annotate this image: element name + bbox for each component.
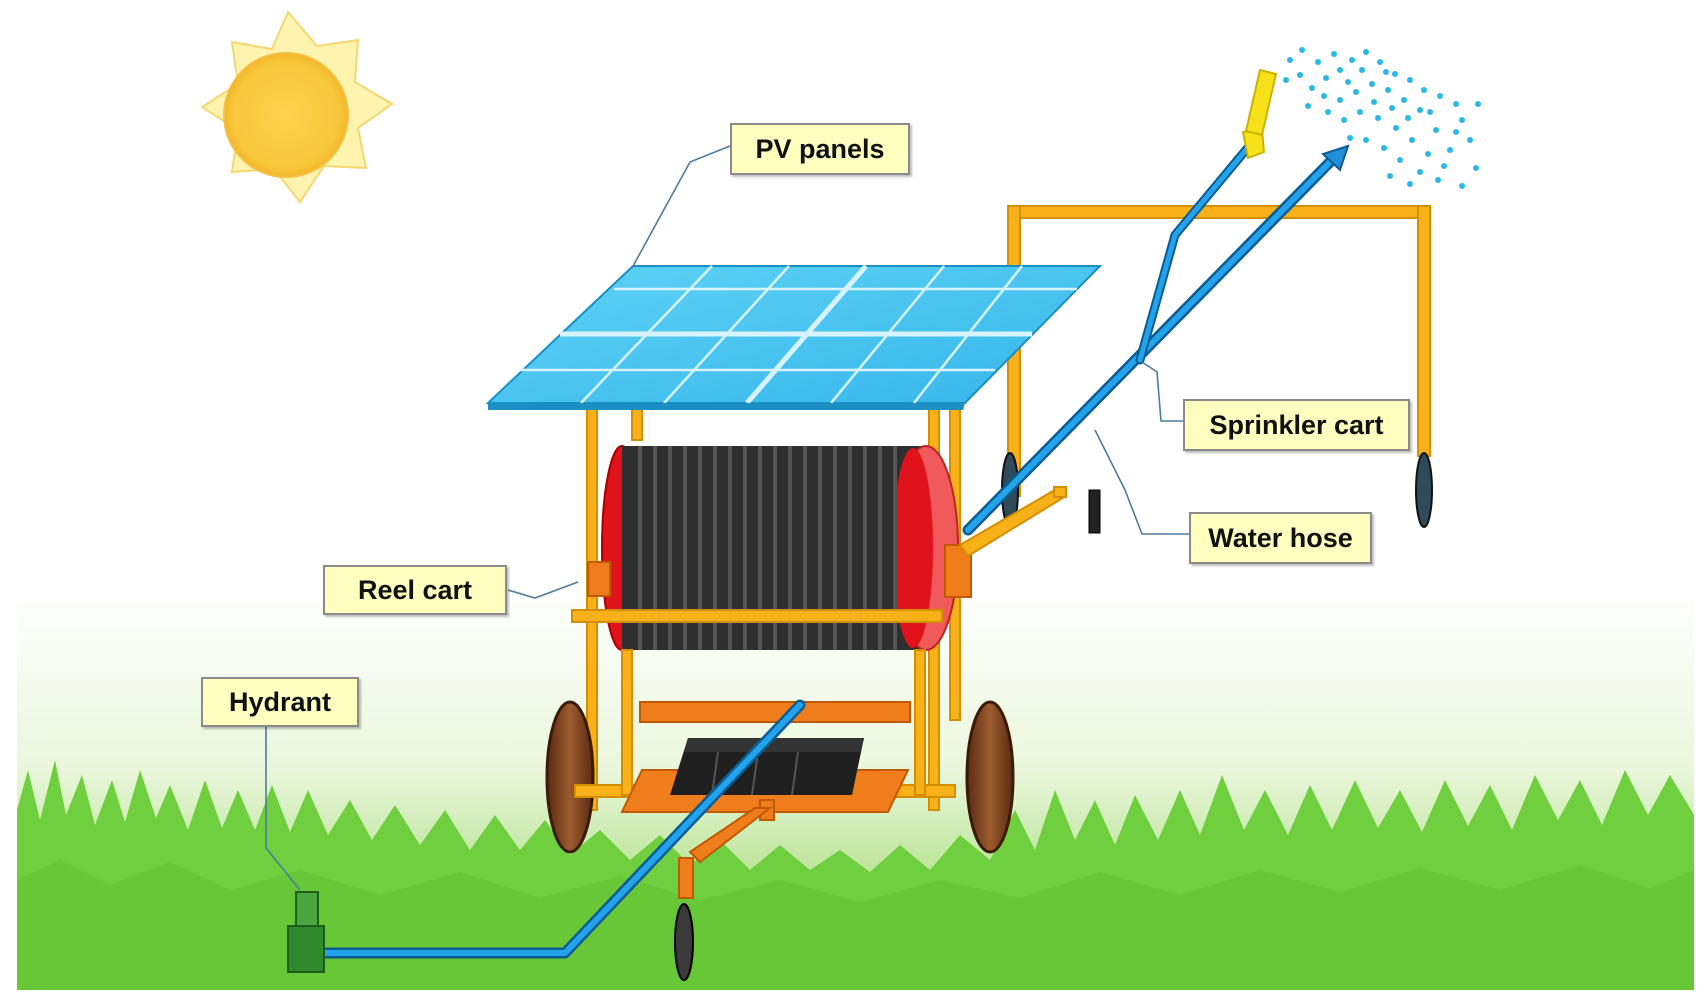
pv-panel <box>485 264 1103 410</box>
hose-arrow-head <box>1321 144 1350 172</box>
callout-leader-lines <box>265 145 1189 891</box>
reel-cart-label: Reel cart <box>323 565 507 615</box>
water-hose-label: Water hose <box>1189 512 1372 564</box>
sun-icon <box>200 10 394 204</box>
front-guide-wheel <box>674 903 694 981</box>
reel-cart-wheel-left <box>545 700 595 854</box>
water-spray <box>1283 47 1481 189</box>
sprinkler-cart-wheels <box>1001 452 1433 528</box>
sprinkler-gun <box>1241 68 1278 160</box>
pv-panels-label: PV panels <box>730 123 910 175</box>
sprinkler-cart-label: Sprinkler cart <box>1183 399 1410 451</box>
handle-grip <box>1088 489 1101 534</box>
reel-bearings <box>587 544 972 598</box>
hydrant-label: Hydrant <box>201 677 359 727</box>
hydrant-icon <box>287 891 325 973</box>
battery-box <box>670 738 864 796</box>
reel-cart-wheel-right <box>965 700 1015 854</box>
water-hose <box>312 140 1336 959</box>
